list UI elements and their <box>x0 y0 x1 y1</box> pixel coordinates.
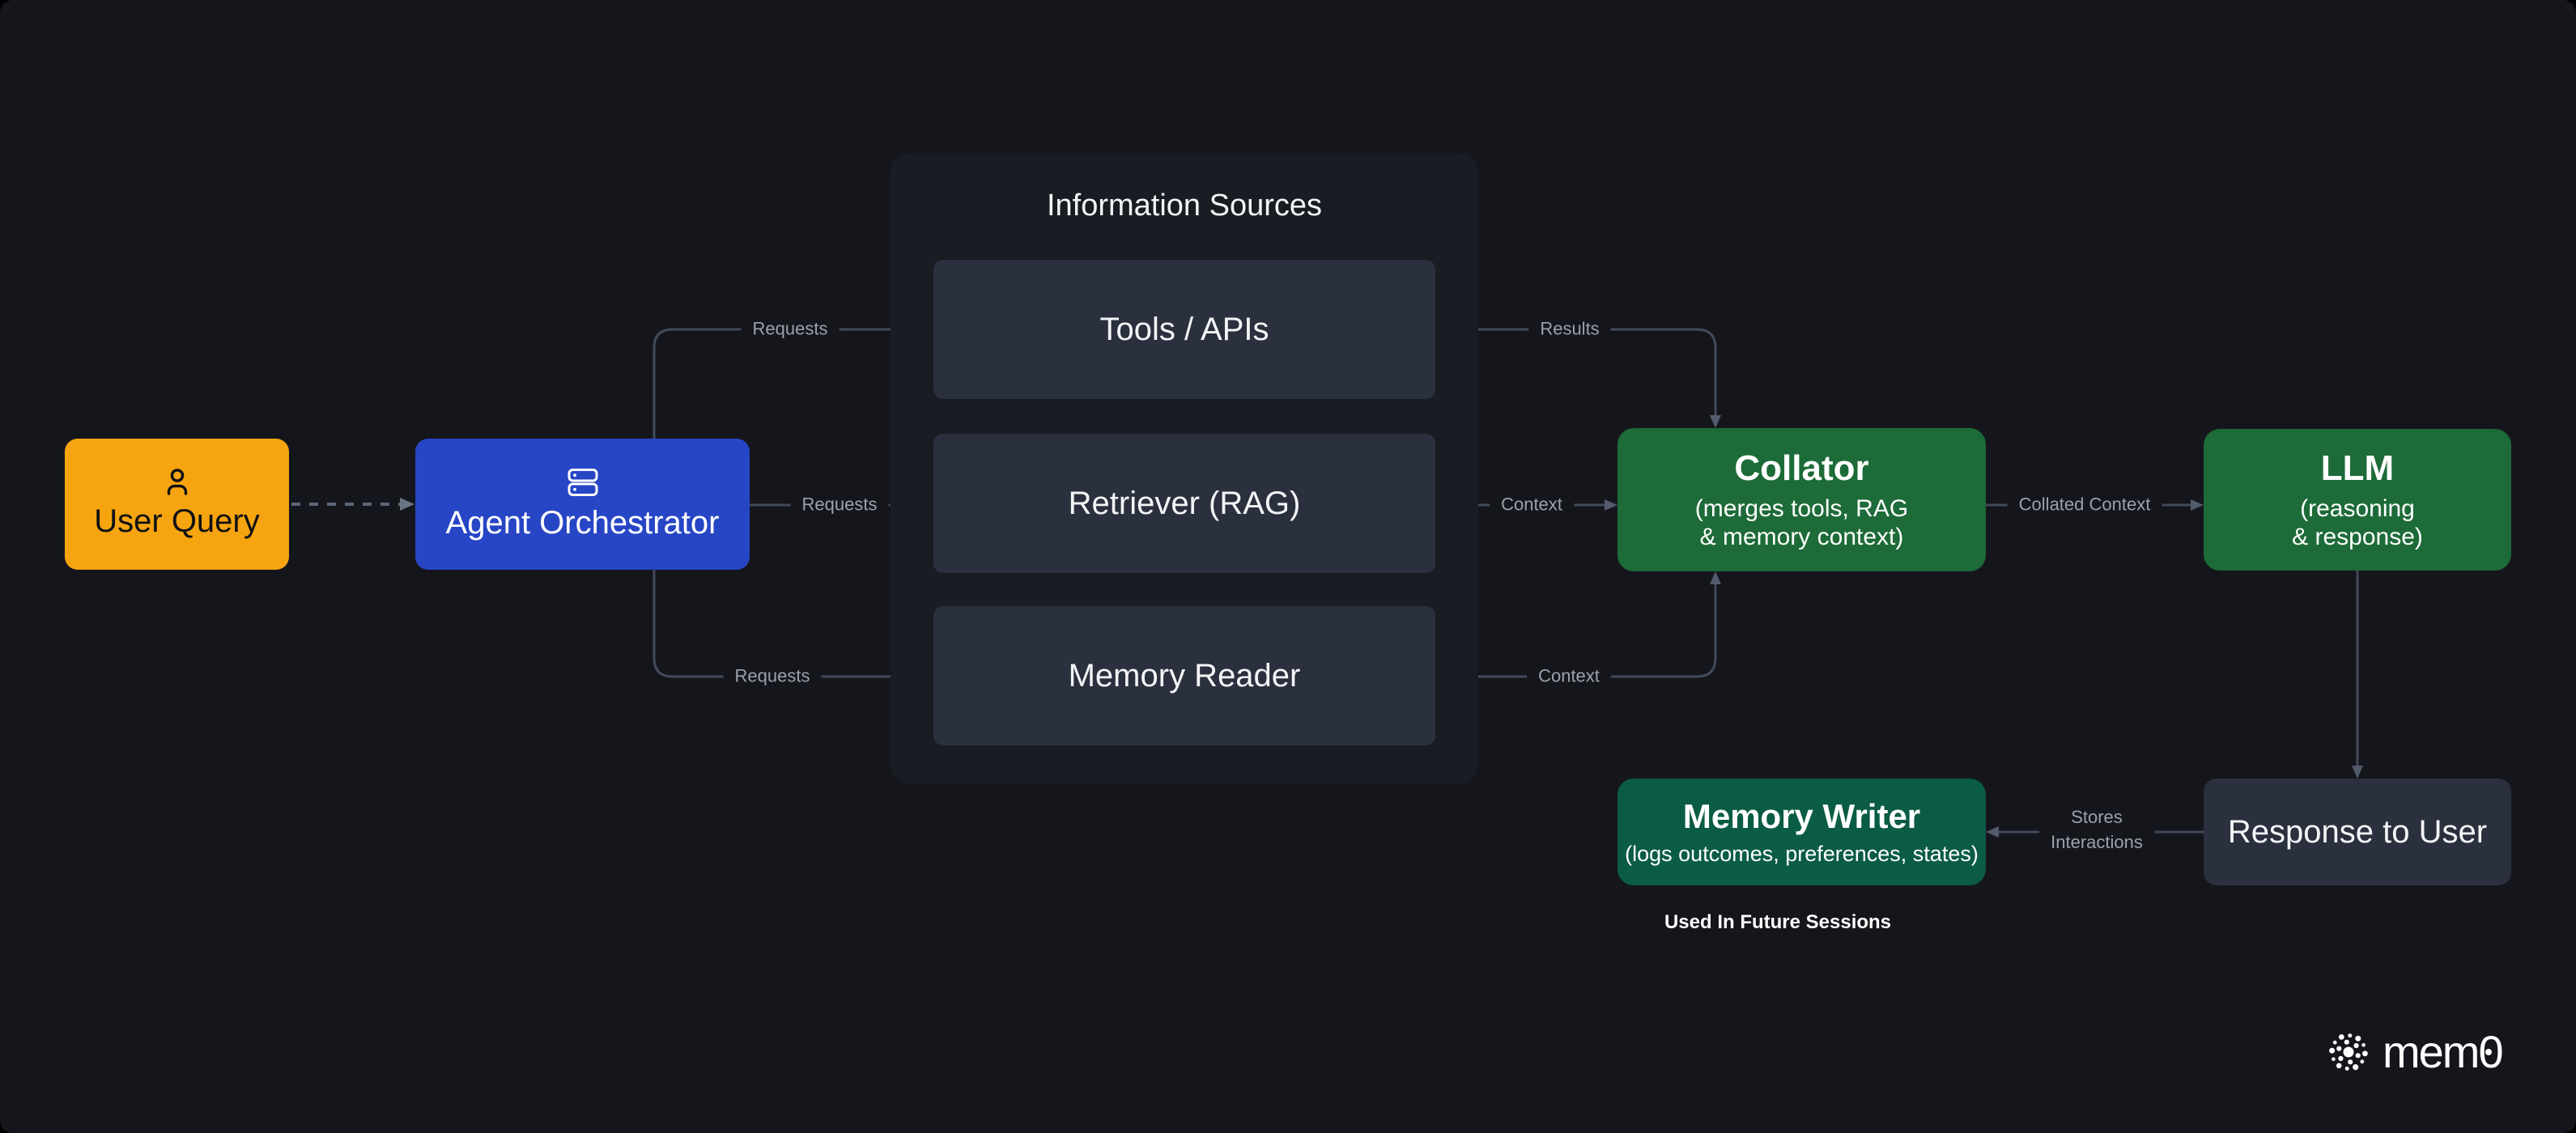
person-icon <box>167 469 187 495</box>
edge-orchestrator-to-memory-reader <box>653 570 933 682</box>
zero-dot <box>2485 1049 2492 1055</box>
mem0-logo-icon <box>2329 1033 2368 1071</box>
llm-subtitle-line-2: & response) <box>2292 523 2423 550</box>
brand-text: mem0 <box>2383 1026 2504 1077</box>
mem0-wordmark: mem0 <box>2327 1026 2504 1078</box>
edge-label-context-middle: Context <box>1490 489 1574 521</box>
edge-orchestrator-to-tools <box>653 324 933 439</box>
llm-title: LLM <box>2320 448 2395 488</box>
edge-label-requests-bottom: Requests <box>723 660 822 693</box>
node-user-query: User Query <box>65 439 289 570</box>
node-tools-apis: Tools / APIs <box>933 260 1435 399</box>
edge-label-requests-top: Requests <box>741 313 840 346</box>
collator-subtitle-line-2: & memory context) <box>1699 523 1904 550</box>
llm-subtitle-line-1: (reasoning <box>2300 495 2415 523</box>
node-llm: LLM (reasoning & response) <box>2204 429 2511 571</box>
edge-label-collated-context: Collated Context <box>2007 489 2162 521</box>
memory-writer-title: Memory Writer <box>1682 797 1921 836</box>
agent-orchestrator-label: Agent Orchestrator <box>445 504 720 541</box>
tools-apis-label: Tools / APIs <box>1099 311 1269 347</box>
stores-line-2: Interactions <box>2051 832 2143 852</box>
node-response-to-user: Response to User <box>2204 779 2511 885</box>
collator-title: Collator <box>1734 448 1869 488</box>
node-retriever-rag: Retriever (RAG) <box>933 434 1435 573</box>
stores-line-1: Stores <box>2071 807 2123 828</box>
server-stack-icon <box>567 468 597 496</box>
node-memory-writer: Memory Writer (logs outcomes, preference… <box>1617 779 1986 885</box>
edge-label-requests-middle: Requests <box>790 489 889 521</box>
node-memory-reader: Memory Reader <box>933 606 1435 745</box>
memory-reader-label: Memory Reader <box>1068 657 1301 694</box>
retriever-rag-label: Retriever (RAG) <box>1068 485 1301 521</box>
user-query-label: User Query <box>94 503 260 539</box>
response-to-user-label: Response to User <box>2227 813 2488 850</box>
used-in-future-sessions-label: Used In Future Sessions <box>1664 911 1892 933</box>
edge-tools-to-collator <box>1435 328 1721 428</box>
node-collator: Collator (merges tools, RAG & memory con… <box>1617 428 1986 571</box>
memory-writer-subtitle: (logs outcomes, preferences, states) <box>1625 841 1979 866</box>
information-sources-title: Information Sources <box>1046 189 1323 223</box>
edge-label-context-bottom: Context <box>1527 660 1611 693</box>
information-sources-panel: Information Sources Tools / APIs Retriev… <box>891 153 1478 783</box>
node-agent-orchestrator: Agent Orchestrator <box>415 439 750 570</box>
edge-memory-reader-to-collator <box>1435 571 1721 678</box>
collator-subtitle-line-1: (merges tools, RAG <box>1694 495 1909 523</box>
edge-label-results: Results <box>1528 313 1611 346</box>
